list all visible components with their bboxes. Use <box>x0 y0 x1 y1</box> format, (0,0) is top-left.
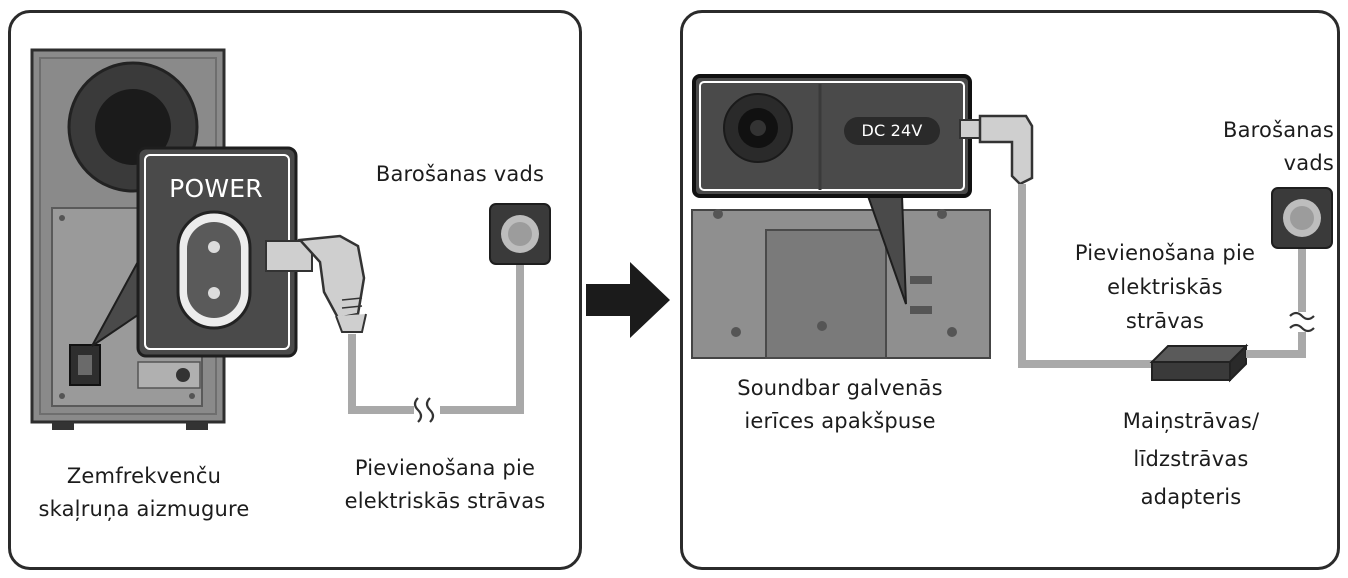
power-cord-label-right: Barošanas vads <box>1186 114 1334 180</box>
outlet-label-right: Pievienošana pie elektriskās strāvas <box>1040 236 1290 338</box>
outlet-label-line-2: elektriskās strāvas <box>344 489 546 513</box>
soundbar-bottom <box>691 209 991 359</box>
dc-label: DC 24V <box>861 121 923 140</box>
power-plug-icon <box>265 234 367 333</box>
outlet-label-right-line-1: Pievienošana pie <box>1074 241 1256 265</box>
adapter-label: Maiņstrāvas/ līdzstrāvas adapteris <box>1084 402 1298 516</box>
subwoofer-label-line-2: skaļruņa aizmugure <box>38 497 250 521</box>
soundbar-label-line-1: Soundbar galvenās <box>737 376 943 400</box>
wall-outlet-icon <box>1271 187 1333 249</box>
outlet-label: Pievienošana pie elektriskās strāvas <box>310 452 580 518</box>
soundbar-label: Soundbar galvenās ierīces apakšpuse <box>700 372 980 438</box>
power-cord-label-right-line-2: vads <box>1283 151 1334 175</box>
power-adapter-icon <box>1149 343 1249 383</box>
adapter-label-line-3: adapteris <box>1140 485 1242 509</box>
adapter-label-line-1: Maiņstrāvas/ <box>1122 409 1260 433</box>
wall-outlet-icon <box>489 203 551 265</box>
power-cord-label-right-line-1: Barošanas <box>1222 118 1334 142</box>
cable-break-icon <box>413 397 435 423</box>
right-arrow-icon <box>586 262 670 338</box>
outlet-label-right-line-3: strāvas <box>1125 309 1205 333</box>
cable-break-icon <box>1289 311 1315 333</box>
power-socket-label: POWER <box>169 174 263 203</box>
adapter-label-line-2: līdzstrāvas <box>1133 447 1249 471</box>
subwoofer-label-line-1: Zemfrekvenču <box>66 464 222 488</box>
power-cord-label: Barošanas vads <box>375 162 545 186</box>
outlet-label-line-1: Pievienošana pie <box>354 456 536 480</box>
outlet-label-right-line-2: elektriskās <box>1107 275 1223 299</box>
subwoofer-label: Zemfrekvenču skaļruņa aizmugure <box>24 460 264 526</box>
soundbar-label-line-2: ierīces apakšpuse <box>744 409 936 433</box>
